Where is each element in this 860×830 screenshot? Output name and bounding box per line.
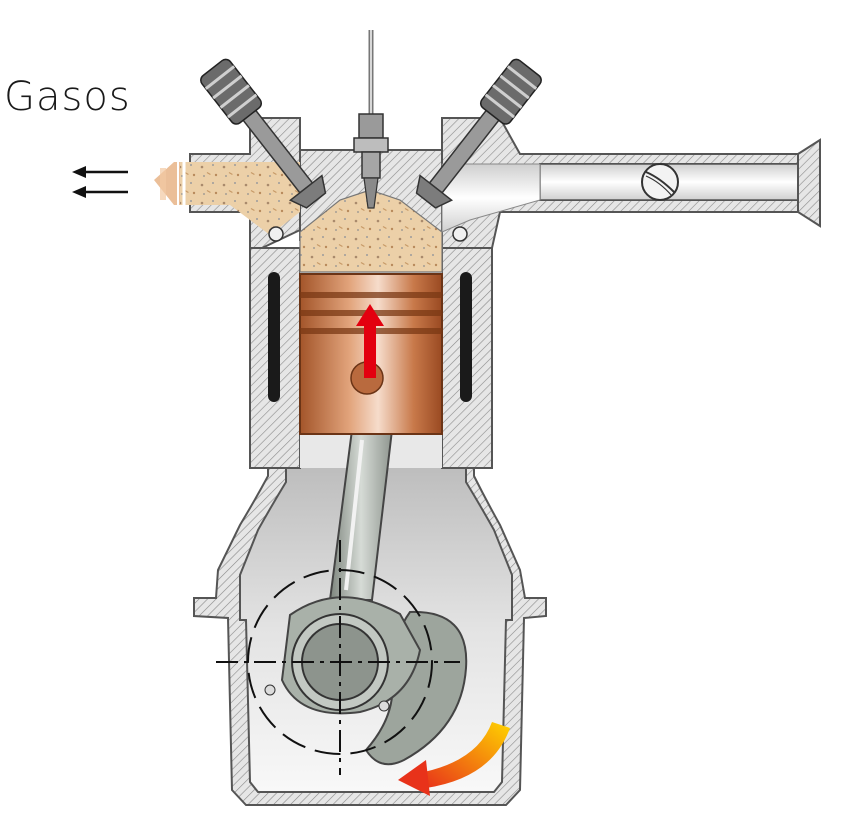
- up-arrow-icon: [356, 304, 384, 378]
- intake-valve: [415, 58, 542, 209]
- curved-arrow-icon: [398, 722, 510, 796]
- exhaust-valve: [200, 58, 327, 209]
- throttle-valve: [641, 163, 679, 201]
- valve-spring-left: [200, 58, 263, 125]
- exhaust-gas-label: Gasos: [4, 74, 131, 120]
- double-left-arrow-icon: [72, 166, 128, 198]
- coolant-channel-right: [460, 272, 472, 402]
- exhaust-port: [154, 162, 300, 235]
- coolant-channel-left: [268, 272, 280, 402]
- combustion-chamber: [299, 189, 443, 273]
- intake-port: [441, 138, 821, 233]
- pivot-left: [268, 226, 284, 242]
- valve-spring-right: [479, 58, 542, 125]
- pivot-right: [452, 226, 468, 242]
- crankshaft: [216, 540, 468, 775]
- spark-plug: [353, 30, 389, 209]
